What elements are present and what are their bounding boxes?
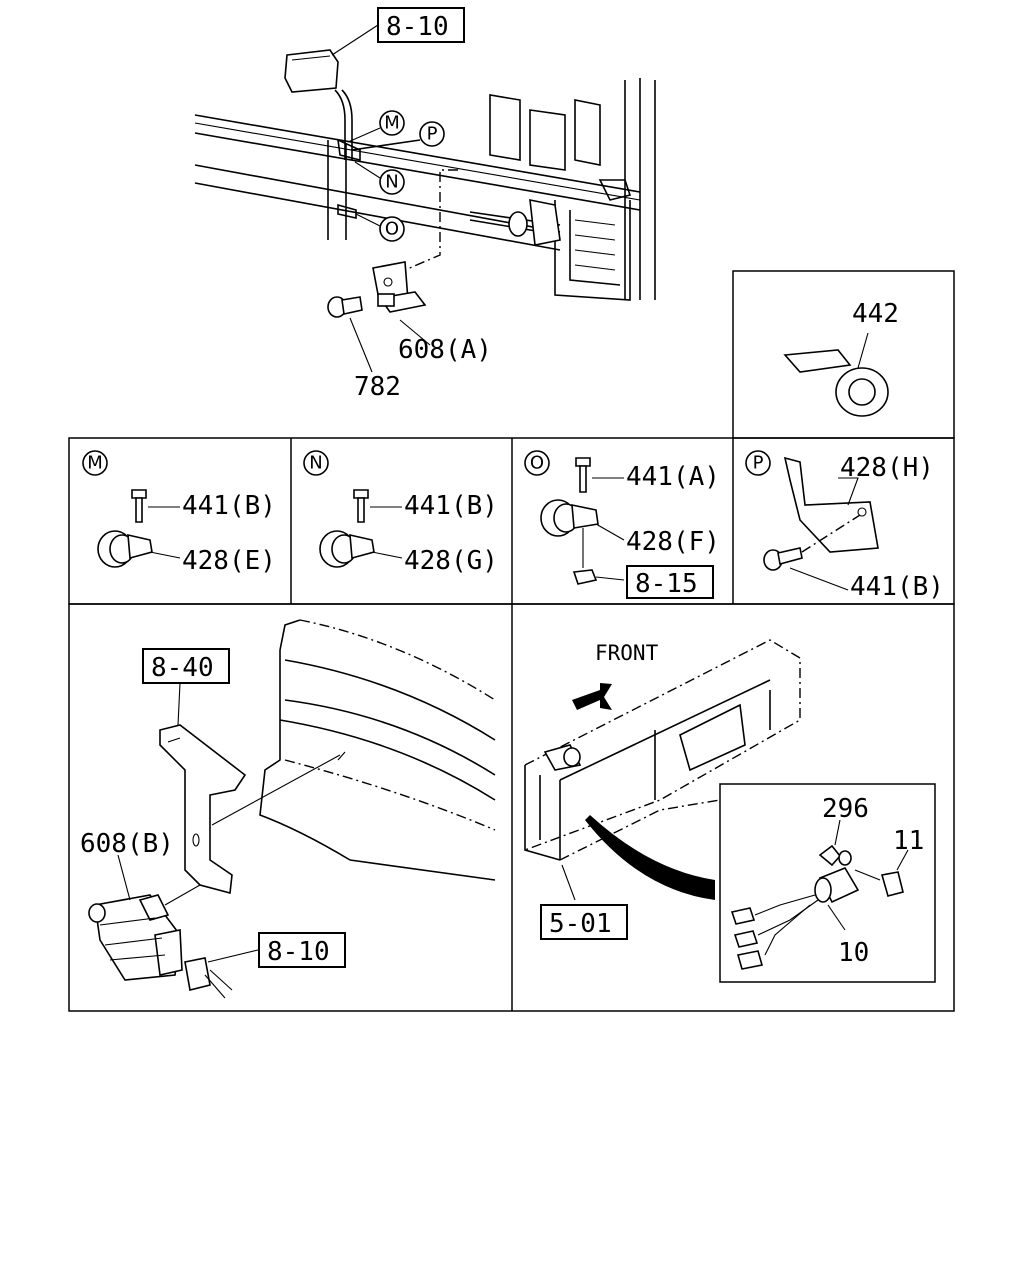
part-442-label: 442	[852, 299, 899, 329]
svg-text:O: O	[385, 219, 399, 240]
callout-m-top: M	[347, 110, 405, 143]
ref-box-8-10-bottom	[258, 932, 346, 968]
panel-442	[732, 270, 955, 439]
svg-text:P: P	[427, 124, 438, 145]
bumper-bracket-illustration	[88, 619, 496, 999]
p-428h-label: 428(H)	[840, 453, 934, 483]
ref-8-15-label: 8-15	[635, 569, 698, 599]
n-441b-label: 441(B)	[404, 491, 498, 521]
ref-box-5-01	[540, 904, 628, 940]
ref-8-10-bottom-label: 8-10	[267, 937, 330, 967]
ref-5-01-label: 5-01	[549, 909, 612, 939]
svg-text:N: N	[385, 172, 398, 193]
detail-m: M	[82, 450, 181, 568]
sensor-inset-panel	[719, 783, 936, 983]
part-11-label: 11	[893, 826, 924, 856]
detail-o: O	[524, 450, 625, 585]
top-assembly-illustration	[194, 24, 656, 373]
part-296-label: 296	[822, 794, 869, 824]
part-608a-label: 608(A)	[398, 335, 492, 365]
svg-text:M: M	[384, 113, 400, 134]
part-608b-label: 608(B)	[80, 829, 174, 859]
o-428f-label: 428(F)	[626, 527, 720, 557]
callout-o-top: O	[355, 213, 405, 242]
clip-442-illustration	[783, 332, 889, 417]
ref-box-8-40	[142, 648, 230, 684]
ref-8-10-top-label: 8-10	[386, 12, 449, 42]
svg-text:O: O	[530, 453, 544, 474]
callout-p-top: P	[419, 121, 445, 147]
svg-text:M: M	[87, 453, 103, 474]
o-441a-label: 441(A)	[626, 462, 720, 492]
ref-box-8-10-top	[377, 7, 465, 43]
m-441b-label: 441(B)	[182, 491, 276, 521]
m-428e-label: 428(E)	[182, 546, 276, 576]
frame-sensor-illustration	[524, 639, 801, 901]
ref-8-40-label: 8-40	[151, 653, 214, 683]
part-782-label: 782	[354, 372, 401, 402]
detail-p: P	[745, 450, 879, 591]
callout-n-top: N	[354, 161, 405, 195]
svg-text:N: N	[309, 453, 322, 474]
ref-box-8-15	[626, 565, 714, 599]
front-label: FRONT	[595, 641, 659, 665]
n-428g-label: 428(G)	[404, 546, 498, 576]
detail-n: N	[303, 450, 403, 568]
sensor-10-illustration	[730, 819, 909, 970]
part-10-label: 10	[838, 938, 869, 968]
svg-text:P: P	[753, 453, 764, 474]
p-441b-label: 441(B)	[850, 572, 944, 602]
